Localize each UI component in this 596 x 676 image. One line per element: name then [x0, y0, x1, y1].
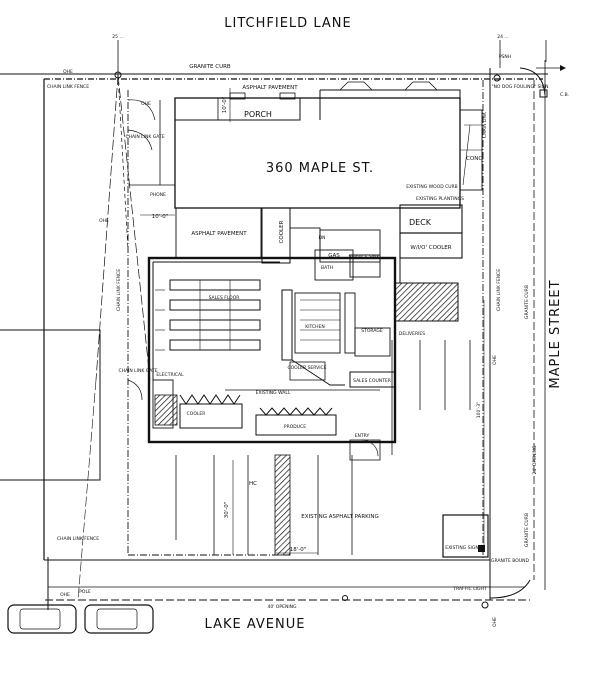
parked-car-2	[84, 604, 154, 634]
chain-link-fence-west-label: CHAIN LINK FENCE	[116, 269, 122, 311]
sales-floor-label: SALES FLOOR	[209, 295, 240, 301]
sales-floor-shelving	[155, 279, 261, 351]
service-sink-label: SERVICE SINK	[349, 254, 381, 260]
kitchen-area	[281, 289, 391, 386]
ohe-label-southeast: OHE	[492, 617, 498, 627]
catch-basin-icon	[539, 89, 548, 98]
utility-pole-ne-icon	[493, 74, 501, 82]
ohe-label-east: OHE	[492, 355, 498, 365]
existing-sign-post	[478, 545, 485, 552]
bath-label: BATH	[321, 265, 333, 271]
conc-label: CONC.	[466, 156, 484, 162]
aisle-width-dimension: 18'-0"	[290, 547, 307, 553]
granite-curb-north-label: GRANITE CURB	[189, 64, 231, 70]
west-setback-dimension: 10'-0"	[152, 214, 169, 220]
existing-wall-label: EXISTING WALL	[256, 390, 291, 396]
granite-curb-ne-label: GRANITE CURB	[524, 513, 530, 547]
building-address: 360 MAPLE ST.	[266, 161, 374, 176]
chain-link-fence-east-label: CHAIN LINK FENCE	[496, 269, 502, 311]
deliveries-label: DELIVERIES	[399, 331, 425, 337]
coolers-label: COOLER	[187, 411, 206, 417]
deck-label: DECK	[409, 218, 432, 227]
dimension-lines	[140, 88, 485, 555]
traffic-light-label: TRAFFIC LIGHT	[452, 586, 487, 592]
porch-label: PORCH	[244, 110, 272, 119]
existing-wood-curb-label: EXISTING WOOD CURB	[406, 184, 458, 190]
traffic-light-icon	[481, 601, 489, 609]
street-name-east: MAPLE STREET	[548, 279, 563, 388]
ohe-label-north: OHE	[63, 69, 73, 75]
produce-label: PRODUCE	[284, 424, 306, 430]
east-drive-dimension: 100'-3"	[476, 402, 482, 418]
gas-label: GAS	[328, 253, 340, 259]
parked-car-1	[7, 604, 77, 634]
existing-sign-label: EXISTING SIGN	[445, 545, 479, 551]
chain-link-gate-north-label: CHAIN LINK GATE	[125, 134, 164, 140]
existing-asphalt-parking-label: EXISTING ASPHALT PARKING	[301, 514, 379, 520]
parking-depth-dimension: 30'-0"	[224, 502, 230, 519]
ohe-label-west: OHE	[99, 218, 109, 224]
porch-depth-dimension: 10'-0"	[222, 97, 228, 114]
pole-south-icon	[342, 595, 348, 601]
cooler-label: COOLER	[279, 220, 285, 243]
hc-label: HC	[249, 481, 257, 487]
chain-link-fence-ne-label: CHAIN LINK	[482, 111, 488, 138]
street-name-north: LITCHFIELD LANE	[224, 16, 351, 31]
chain-link-fence-nw-label: CHAIN LINK FENCE	[47, 84, 89, 90]
asphalt-pavement-north-label: ASPHALT PAVEMENT	[242, 85, 298, 91]
parking-stripes	[175, 340, 471, 556]
granite-curb-east-label: GRANITE CURB	[524, 285, 530, 319]
utility-pole-nw-icon	[114, 71, 122, 79]
electrical-label: ELECTRICAL	[156, 372, 184, 378]
phone-label: PHONE	[150, 192, 166, 198]
psnh-label: PSNH	[499, 54, 511, 60]
ohe-label-south: OHE	[60, 592, 70, 598]
no-dog-sign-label: "NO DOG FOULING" SIGN	[492, 84, 549, 90]
building	[147, 81, 483, 461]
cooler-service-label: COOLER SERVICE	[287, 365, 326, 371]
pole-nw-tag: 25 ...	[112, 34, 123, 40]
catch-basin-label: C.B.	[560, 92, 569, 98]
ohe-label-north-west: OHE	[141, 101, 151, 107]
storage-label: STORAGE	[361, 328, 383, 334]
asphalt-pavement-west-label: ASPHALT PAVEMENT	[191, 231, 247, 237]
opening-east-label: 24' OPENING	[532, 445, 538, 475]
pole-label: POLE	[79, 589, 91, 595]
adjacent-building-west	[0, 329, 101, 481]
street-name-south: LAKE AVENUE	[205, 617, 306, 632]
kitchen-label: KITCHEN	[305, 324, 325, 330]
walk-in-cooler-label: W/I/O' COOLER	[410, 245, 451, 251]
entry-label: ENTRY	[355, 433, 370, 439]
existing-plantings-label: EXISTING PLANTINGS	[416, 196, 464, 202]
pole-ne-tag: 24 ...	[497, 34, 508, 40]
overhead-electric-lines	[77, 74, 151, 601]
chain-link-fence-sw-label: CHAIN LINK FENCE	[57, 536, 99, 542]
chain-link-gate-west-label: CHAIN LINK GATE	[118, 368, 157, 374]
opening-south-label: 40' OPENING	[267, 604, 297, 610]
granite-bound-label: GRANITE BOUND	[491, 558, 529, 564]
existing-sign-structure	[442, 514, 489, 558]
sales-counter-label: SALES COUNTER	[353, 378, 391, 384]
chain-link-fences	[127, 80, 484, 560]
dn-label: DN	[319, 235, 326, 241]
